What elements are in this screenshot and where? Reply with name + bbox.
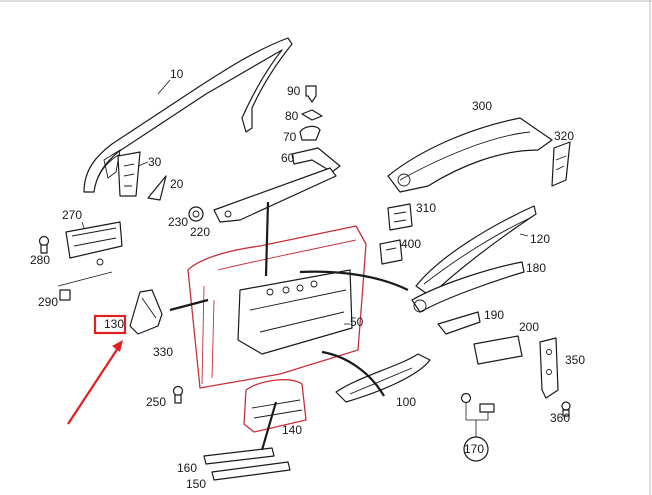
part-30-mirror-bracket[interactable]	[117, 151, 141, 197]
part-280-screw[interactable]	[38, 235, 50, 254]
part-310-switch[interactable]	[387, 203, 413, 231]
part-80-clip[interactable]	[301, 109, 323, 121]
label-300: 300	[472, 99, 492, 113]
part-330-door-inner-panel[interactable]	[187, 225, 367, 389]
leader-120	[519, 233, 529, 237]
part-290-clip[interactable]	[59, 289, 71, 301]
label-10: 10	[170, 67, 184, 81]
label-140: 140	[282, 423, 302, 437]
label-180: 180	[526, 261, 546, 275]
part-200-panel[interactable]	[473, 335, 523, 365]
part-90-clip[interactable]	[305, 85, 317, 103]
leader-10	[157, 79, 171, 95]
part-230-knob[interactable]	[188, 206, 204, 222]
label-290: 290	[38, 295, 58, 309]
label-30: 30	[148, 155, 162, 169]
part-130-triangle-cover[interactable]	[129, 289, 163, 335]
leader-290	[57, 271, 113, 287]
label-200: 200	[519, 320, 539, 334]
label-320: 320	[554, 129, 574, 143]
part-320-grip[interactable]	[551, 141, 571, 187]
label-190: 190	[484, 308, 504, 322]
label-350: 350	[565, 353, 585, 367]
label-130: 130	[104, 317, 124, 331]
flow-arrow-100-to-panel	[321, 350, 385, 397]
part-270-speaker-module[interactable]	[65, 221, 123, 266]
part-180-lower-beam[interactable]	[411, 261, 525, 313]
part-300-window-sill-panel[interactable]	[387, 117, 553, 193]
label-230: 230	[168, 215, 188, 229]
label-220: 220	[190, 225, 210, 239]
label-80: 80	[285, 109, 299, 123]
leader-30	[137, 161, 149, 167]
label-170: 170	[464, 442, 484, 456]
label-250: 250	[146, 395, 166, 409]
flow-arrow-120-to-panel	[299, 270, 409, 291]
label-310: 310	[416, 201, 436, 215]
part-10-window-trim[interactable]	[83, 37, 293, 193]
part-70-clip[interactable]	[299, 125, 321, 141]
part-upper-bracket[interactable]	[213, 167, 337, 223]
part-250-screw[interactable]	[172, 385, 184, 404]
part-190-bracket[interactable]	[437, 311, 481, 335]
part-360-screw[interactable]	[561, 401, 571, 417]
label-280: 280	[30, 253, 50, 267]
label-270: 270	[62, 208, 82, 222]
part-20-wedge-cover[interactable]	[147, 175, 167, 201]
part-100-armrest[interactable]	[335, 353, 431, 403]
part-120-trim-panel[interactable]	[415, 205, 537, 297]
label-360: 360	[550, 411, 570, 425]
label-90: 90	[287, 84, 301, 98]
label-50: 50	[350, 315, 364, 329]
highlight-box-130	[93, 314, 127, 335]
label-20: 20	[170, 177, 184, 191]
part-160-trim-strip[interactable]	[203, 447, 275, 465]
label-60: 60	[281, 151, 295, 165]
flow-arrow-130-to-panel	[169, 298, 209, 312]
highlight-arrowhead	[112, 340, 123, 352]
part-60-cap[interactable]	[291, 147, 341, 173]
label-160: 160	[177, 461, 197, 475]
label-120: 120	[530, 232, 550, 246]
flow-arrow-60-to-panel	[264, 201, 270, 277]
part-150-trim-strip[interactable]	[211, 461, 291, 481]
label-330: 330	[153, 345, 173, 359]
part-170-fastener-set[interactable]	[460, 392, 495, 462]
label-70: 70	[283, 130, 297, 144]
leader-270	[81, 221, 85, 229]
part-400-switch[interactable]	[379, 239, 403, 265]
highlight-arrow	[67, 347, 119, 425]
label-150: 150	[186, 477, 206, 491]
part-350-bracket[interactable]	[539, 337, 559, 399]
label-400: 400	[401, 237, 421, 251]
label-100: 100	[396, 395, 416, 409]
flow-arrow-140-to-panel	[260, 401, 278, 451]
